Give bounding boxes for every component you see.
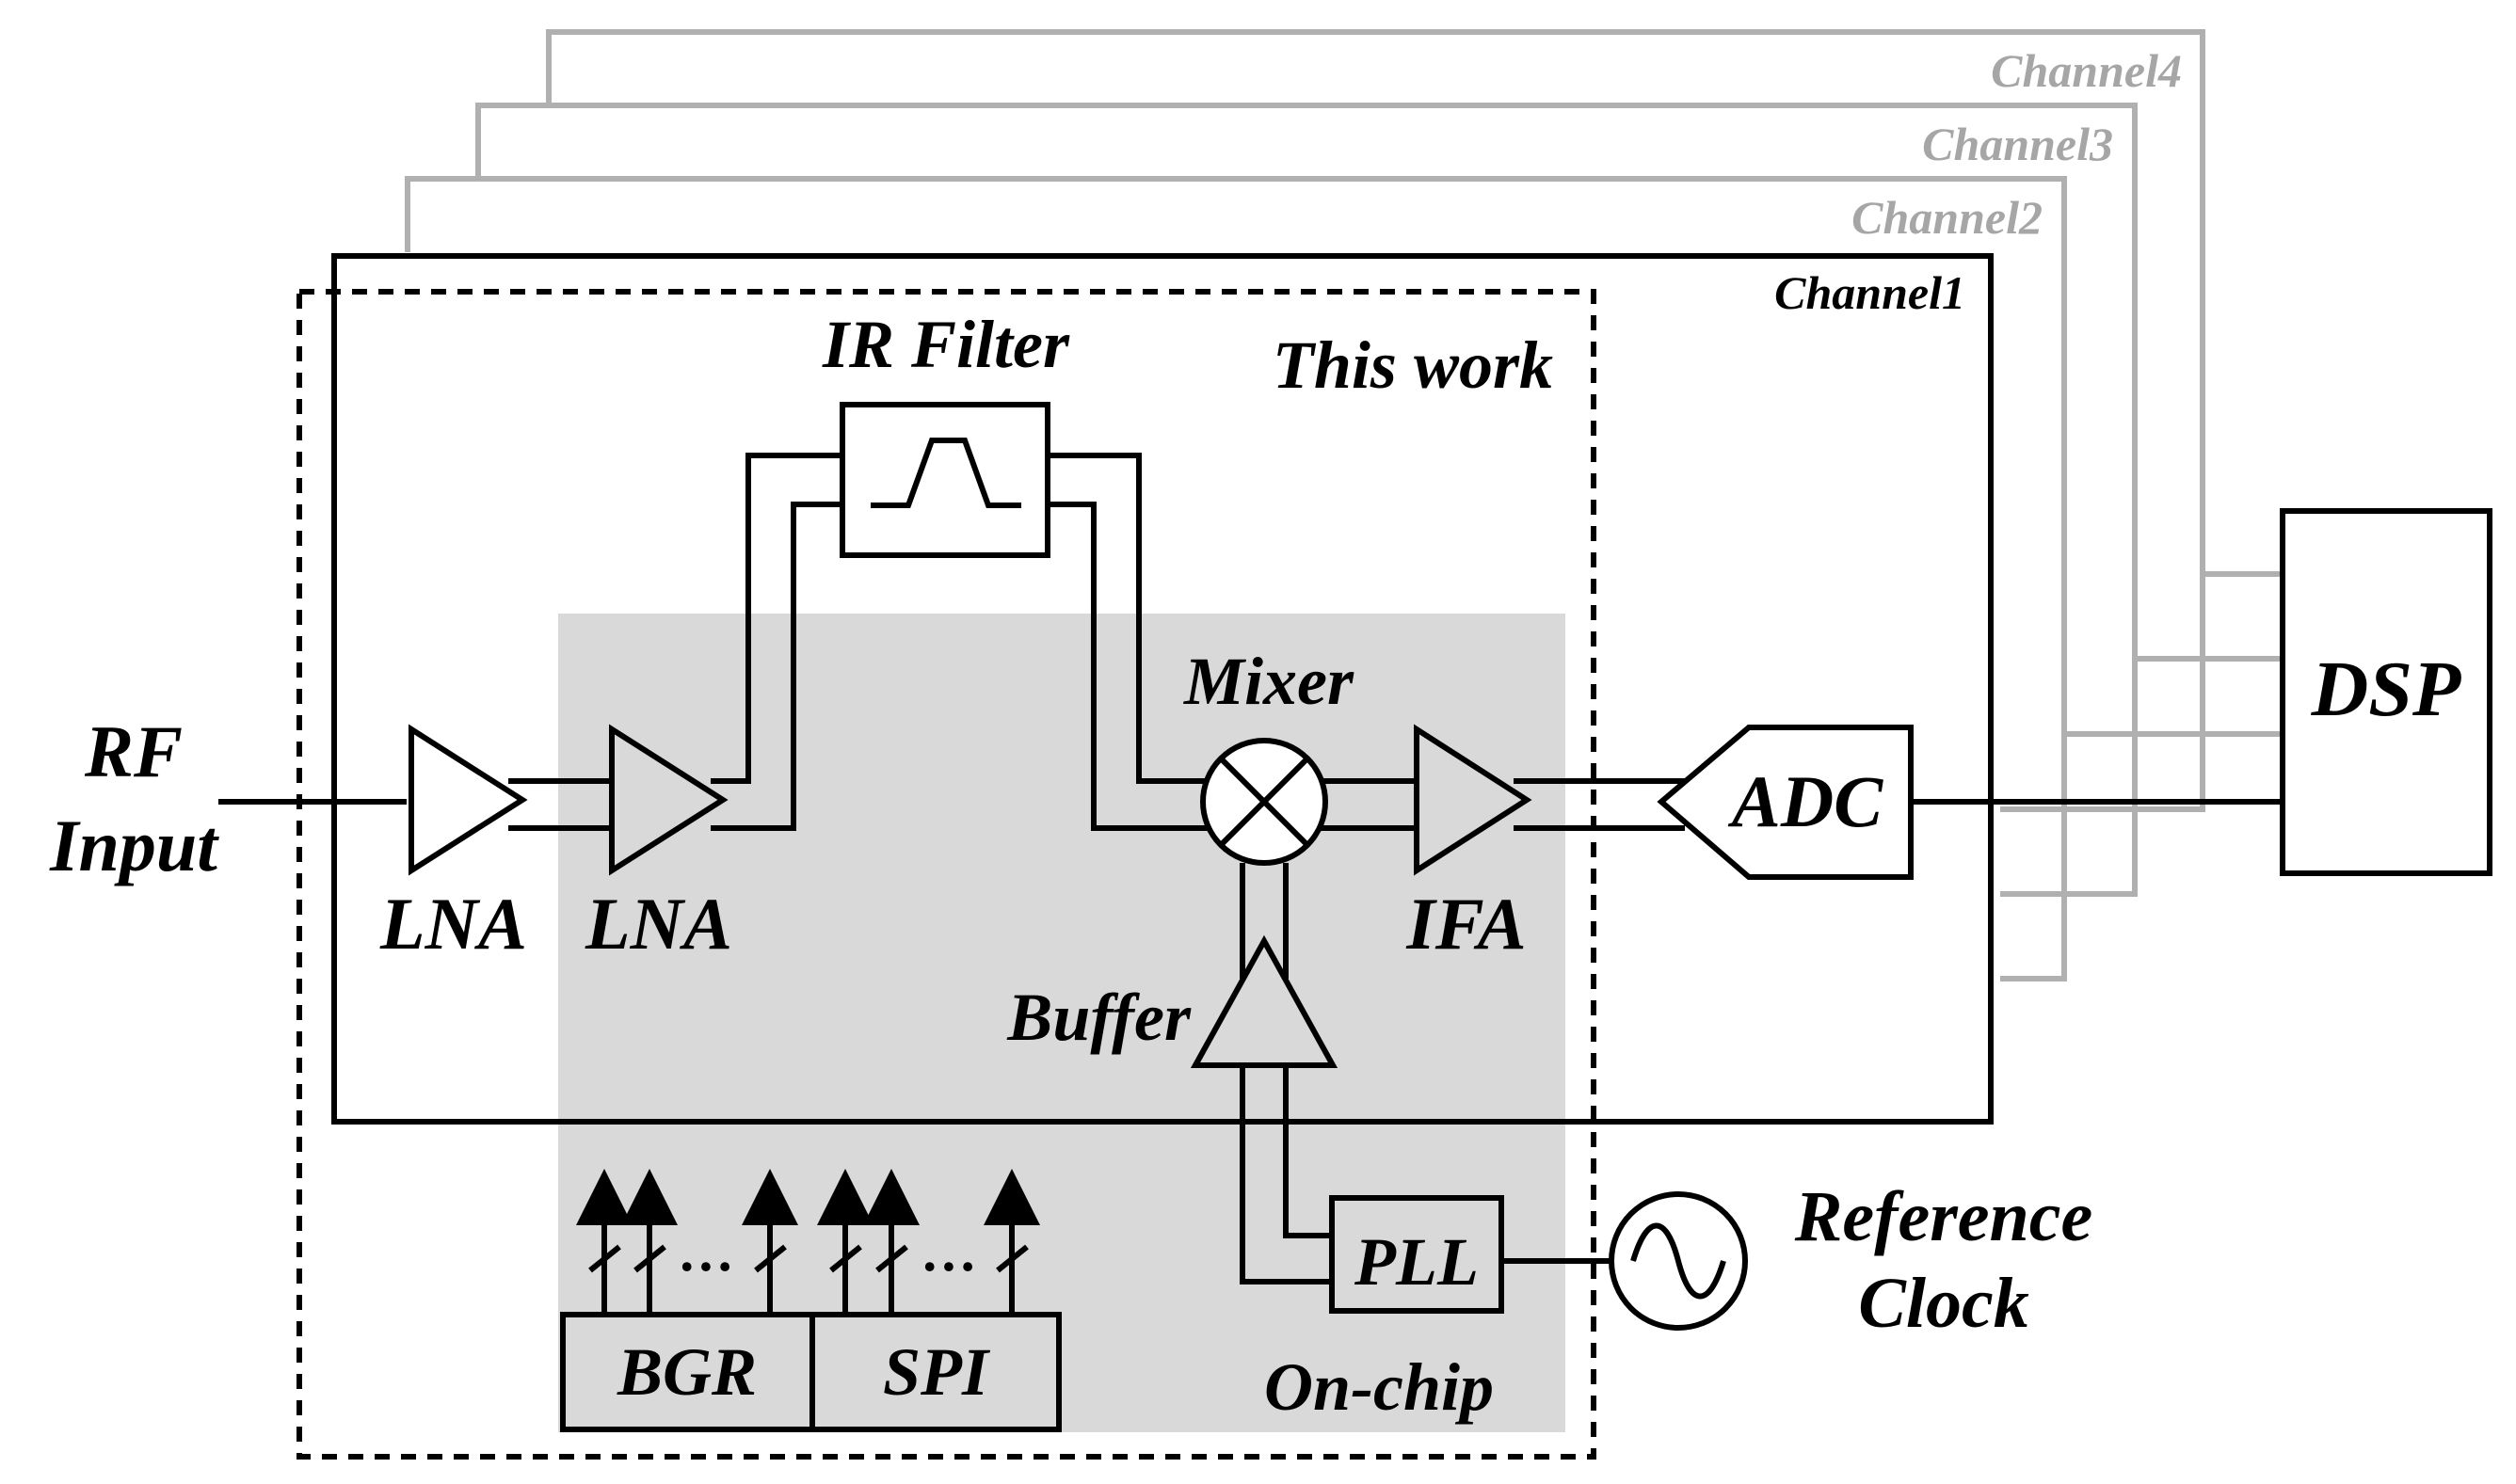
lna1-amplifier bbox=[409, 724, 528, 876]
dsp-block bbox=[2280, 508, 2492, 876]
channel1-frame bbox=[331, 253, 1994, 1125]
ir-filter-label: IR Filter bbox=[822, 307, 1070, 382]
lna2-amplifier bbox=[609, 724, 729, 876]
bandpass-icon bbox=[871, 438, 1021, 508]
channel4-label: Channel4 bbox=[1991, 44, 2182, 97]
channel4-frame bbox=[546, 29, 2283, 577]
on-chip-label: On-chip bbox=[1264, 1349, 1494, 1425]
lna1-label: LNA bbox=[379, 883, 527, 965]
ifa-amplifier bbox=[1414, 724, 1532, 876]
spi-output-arrows bbox=[817, 1169, 1040, 1315]
rf-input-label-line2: Input bbox=[49, 805, 219, 886]
this-work-boundary bbox=[296, 289, 1596, 1460]
wire-filter-mixer-outer bbox=[1048, 453, 1208, 784]
sine-wave-icon bbox=[1630, 1222, 1726, 1300]
wire-pll-buffer-inner bbox=[1283, 1065, 1332, 1238]
mixer-label: Mixer bbox=[1183, 644, 1354, 719]
ir-filter-block bbox=[840, 402, 1050, 558]
bgr-output-arrows bbox=[576, 1169, 798, 1315]
wire-lna2-filter-outer bbox=[711, 453, 842, 784]
channel3-frame bbox=[475, 103, 2283, 662]
dsp-label: DSP bbox=[2311, 646, 2461, 733]
lna2-label: LNA bbox=[585, 883, 732, 965]
channel2-frame bbox=[405, 176, 2205, 981]
channel2-label: Channel2 bbox=[1851, 191, 2043, 244]
ifa-label: IFA bbox=[1405, 883, 1526, 965]
spi-ellipsis: … bbox=[922, 1221, 979, 1283]
mixer-cross-2 bbox=[1218, 756, 1310, 848]
bgr-ellipsis: … bbox=[680, 1221, 736, 1283]
bgr-label: BGR bbox=[617, 1334, 757, 1410]
spi-block bbox=[809, 1312, 1062, 1432]
buffer-label: Buffer bbox=[1006, 980, 1192, 1055]
buffer-amplifier bbox=[1190, 934, 1338, 1068]
wire-filter-mixer-inner bbox=[1048, 502, 1208, 831]
pll-label: PLL bbox=[1354, 1224, 1479, 1300]
adc-label: ADC bbox=[1727, 760, 1883, 842]
spi-label: SPI bbox=[883, 1334, 991, 1410]
channel3-label: Channel3 bbox=[1922, 118, 2113, 170]
reference-clock-label-line1: Reference bbox=[1794, 1177, 2093, 1256]
reference-clock-label-line2: Clock bbox=[1858, 1264, 2029, 1343]
channel1-label: Channel1 bbox=[1774, 266, 1965, 319]
pll-block bbox=[1329, 1195, 1504, 1314]
this-work-label: This work bbox=[1273, 327, 1553, 403]
wire-pll-buffer-outer bbox=[1240, 1065, 1332, 1285]
wire-lna2-filter-inner bbox=[711, 502, 842, 831]
rf-input-label-line1: RF bbox=[84, 710, 183, 792]
